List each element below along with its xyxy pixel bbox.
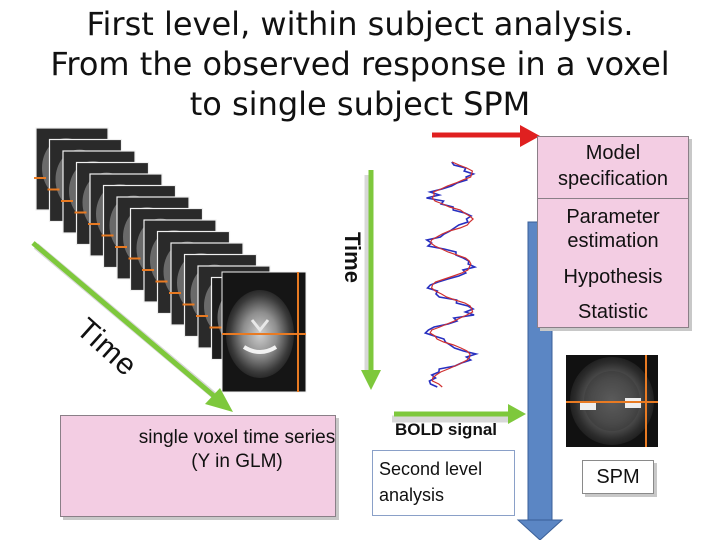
spm-brain-image [566,355,658,447]
title-line-3: to single subject SPM [189,85,531,123]
brain-slice-front [221,271,307,393]
spm-label: SPM [596,466,640,488]
voxel-timeseries-label: single voxel time series (Y in GLM) [138,427,336,472]
time-vertical-arrow-head [361,370,381,390]
bold-arrow-head [508,404,526,424]
page-title: First level, within subject analysis. Fr… [0,4,720,124]
title-line-2: From the observed response in a voxel [50,45,670,83]
bold-signal-trace [423,161,480,388]
time-diagonal-arrow-head [205,388,233,412]
second-level-analysis-label: Second level analysis [379,459,483,505]
blue-arrow-head [516,519,564,540]
hypothesis-label: Hypothesis [563,266,663,288]
voxel-timeseries-box: single voxel time series (Y in GLM) [60,415,336,517]
statistic-label: Statistic [577,301,649,323]
time-diagonal-arrow [31,241,216,398]
analysis-steps-box: Model specification Parameter estimation… [537,136,689,328]
red-arrow-head [520,125,540,147]
parameter-estimation-label: Parameter estimation [566,206,660,252]
divider [537,198,689,199]
time-vertical-label: Time [340,232,365,283]
bold-signal-label: BOLD signal [395,420,498,439]
second-level-analysis-box: Second level analysis [372,450,515,516]
title-line-1: First level, within subject analysis. [86,5,634,43]
bold-signal-model-trace [429,161,475,388]
model-specification-label: Model specification [557,142,669,190]
brain-volume-stack [34,127,307,393]
spm-label-box: SPM [582,460,654,494]
